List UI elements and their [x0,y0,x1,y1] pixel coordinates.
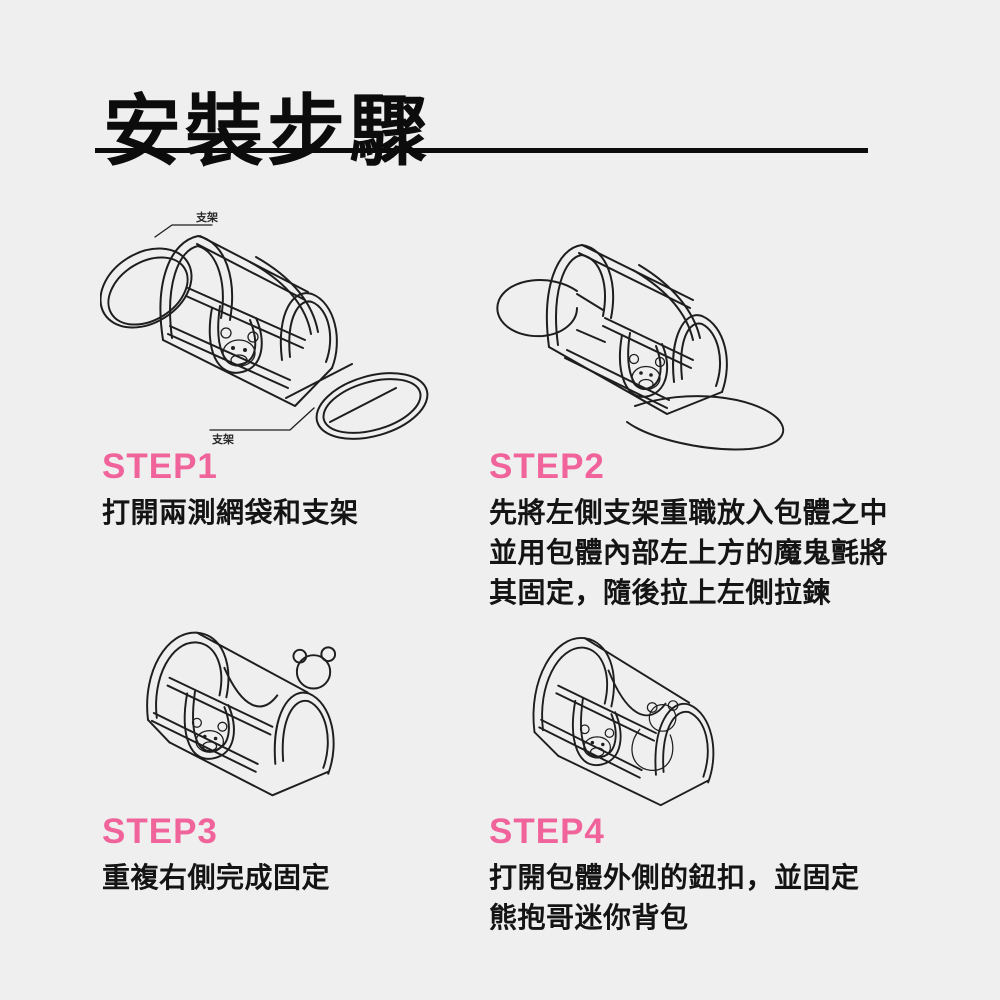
step-1-illustration: 支架 支架 [99,200,482,446]
step-2-illustration [487,200,891,451]
step-1-caption: 打開兩測網袋和支架 [102,493,482,533]
step-3-illustration [100,617,482,811]
step-3-caption: 重複右側完成固定 [102,858,482,898]
bear-face-graphic [628,353,666,391]
bear-face-graphic [579,724,615,759]
mini-backpack-head-icon [292,646,337,690]
step-3-section: STEP3 重複右側完成固定 [100,617,482,898]
caption-line: 其固定，隨後拉上左側拉鍊 [489,577,832,608]
step-4-label: STEP4 [489,812,605,851]
step-2-caption: 先將左側支架重職放入包體之中 並用包體內部左上方的魔鬼氈將 其固定，隨後拉上左側… [489,493,891,613]
pet-carrier-with-backpack-illustration [532,637,715,807]
caption-line: 打開包體外側的鈕扣，並固定 [489,862,860,893]
caption-line: 重複右側完成固定 [102,862,331,893]
title-underline [95,148,868,153]
mini-backpack-inside-icon [631,700,679,771]
pet-carrier-assembled-illustration [146,631,337,797]
step-3-label: STEP3 [102,812,218,851]
caption-line: 熊抱哥迷你背包 [489,902,689,933]
step-4-caption: 打開包體外側的鈕扣，並固定 熊抱哥迷你背包 [489,858,891,938]
step-4-illustration [487,617,891,811]
step-2-label: STEP2 [489,447,605,486]
pet-carrier-left-panel-flat-illustration [496,244,785,451]
step-1-label: STEP1 [102,447,218,486]
step-4-section: STEP4 打開包體外側的鈕扣，並固定 熊抱哥迷你背包 [487,617,891,938]
bear-face-graphic [191,717,228,753]
bracket-leader-lines [154,224,315,431]
step-1-section: 支架 支架 STEP1 打開兩測網袋和支架 [99,200,482,533]
caption-line: 並用包體內部左上方的魔鬼氈將 [489,537,889,568]
caption-line: 先將左側支架重職放入包體之中 [489,497,889,528]
page-title: 安裝步驟 [103,87,432,176]
bracket-label-bottom: 支架 [211,432,234,446]
bracket-label-top: 支架 [195,210,218,224]
step-2-section: STEP2 先將左側支架重職放入包體之中 並用包體內部左上方的魔鬼氈將 其固定，… [487,200,891,613]
pet-carrier-open-panels-illustration: 支架 支架 [99,210,429,446]
caption-line: 打開兩測網袋和支架 [102,497,359,528]
bear-face-graphic [220,327,259,367]
